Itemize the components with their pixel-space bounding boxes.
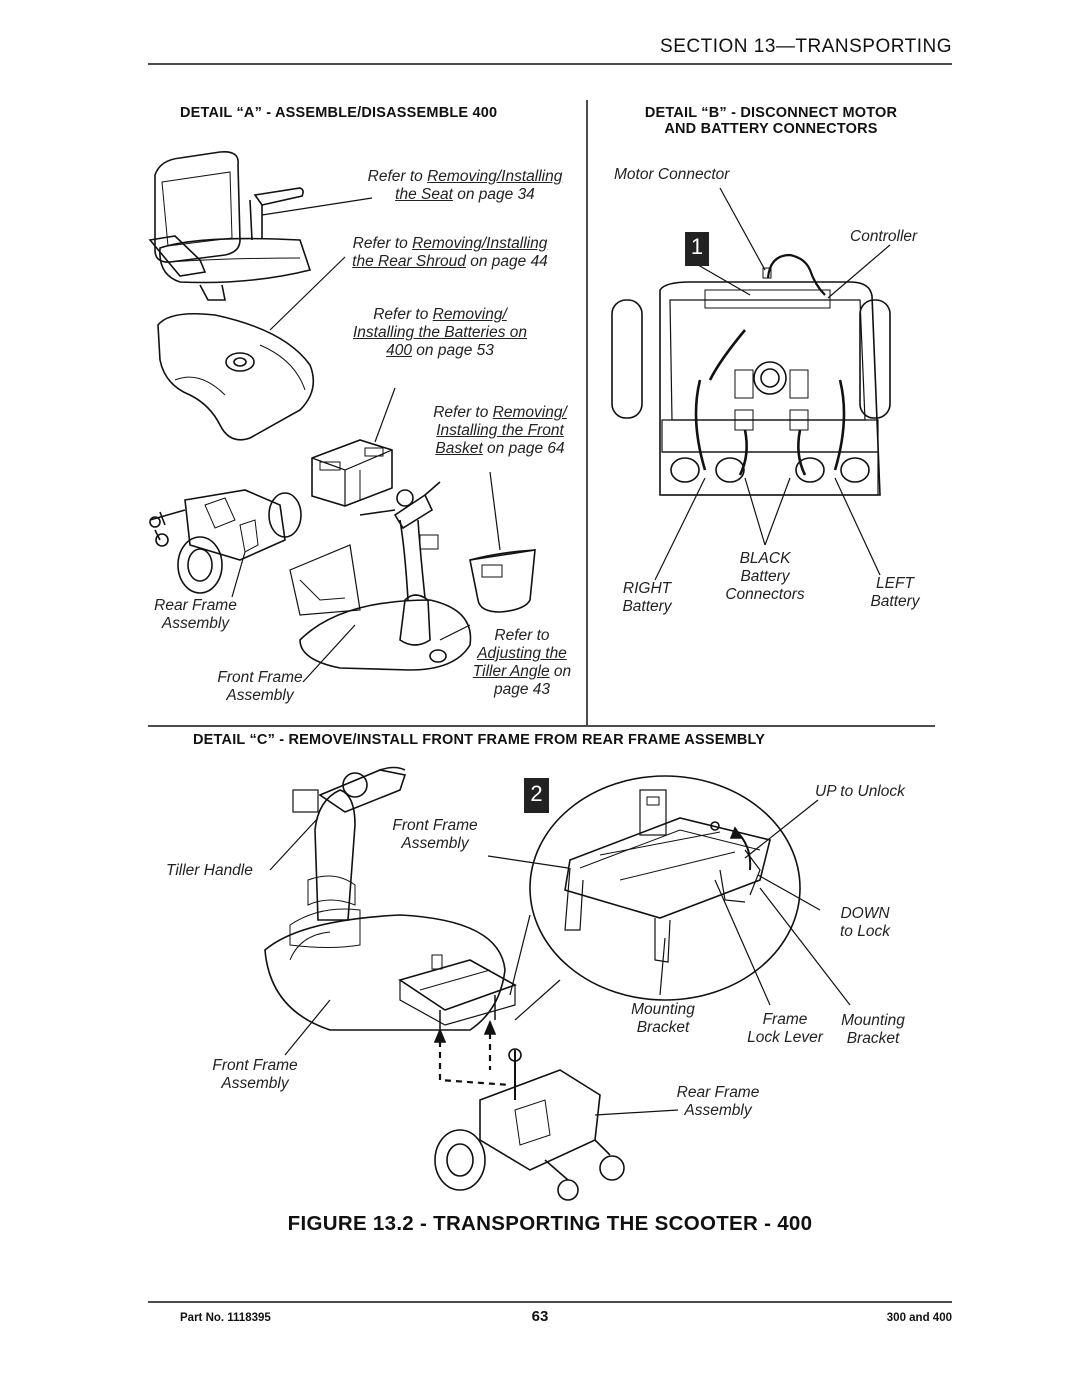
- step-1-box: [685, 232, 709, 266]
- step-2-number: 2: [530, 781, 543, 806]
- rear-frame-illustration: [434, 1048, 625, 1201]
- link-adjusting-the[interactable]: Adjusting the: [477, 645, 567, 662]
- step-2-box: [524, 778, 549, 813]
- link-removing-installing-seat[interactable]: Removing/Installing: [427, 168, 563, 185]
- callout-tiller-angle: Refer to Adjusting the Tiller Angle on p…: [472, 627, 572, 698]
- footer-part-number: Part No. 1118395: [180, 1312, 271, 1324]
- detail-magnify-circle: [529, 775, 801, 1001]
- label-up-to-unlock: UP to Unlock: [815, 783, 905, 800]
- label-motor-connector: Motor Connector: [614, 166, 730, 183]
- footer-page-number: 63: [531, 1308, 549, 1325]
- batteries-illustration: [311, 439, 393, 507]
- detail-c-title: DETAIL “C” - REMOVE/INSTALL FRONT FRAME …: [193, 732, 766, 748]
- front-frame-assembly-illustration: [289, 481, 472, 671]
- detail-a-title: DETAIL “A” - ASSEMBLE/DISASSEMBLE 400: [180, 105, 498, 121]
- footer-models: 300 and 400: [886, 1312, 952, 1324]
- basket-illustration: [469, 549, 536, 613]
- scooter-side-illustration: [264, 766, 506, 1031]
- rear-shroud-illustration: [157, 312, 315, 441]
- link-removing-basket[interactable]: Removing/: [492, 404, 567, 421]
- link-removing-installing-shroud[interactable]: Removing/Installing: [412, 235, 548, 252]
- rear-frame-assembly-illustration: [149, 489, 302, 594]
- step-1-number: 1: [690, 234, 704, 259]
- figure-caption: FIGURE 13.2 - TRANSPORTING THE SCOOTER -…: [287, 1212, 813, 1235]
- callout-seat: Refer to Removing/Installing the Seat on…: [367, 168, 563, 203]
- link-the-seat[interactable]: the Seat: [395, 186, 453, 203]
- seat-illustration: [148, 150, 312, 301]
- callout-batteries: Refer to Removing/ Installing the Batter…: [352, 306, 528, 359]
- link-tiller-angle[interactable]: Tiller Angle: [472, 663, 550, 680]
- link-removing-batteries[interactable]: Removing/: [432, 306, 507, 323]
- label-controller: Controller: [850, 228, 918, 245]
- link-installing-front-basket[interactable]: Installing the Front: [436, 422, 564, 439]
- link-installing-batteries[interactable]: Installing the Batteries on: [352, 324, 528, 341]
- link-basket[interactable]: Basket: [435, 440, 483, 457]
- scooter-underside-illustration: [611, 253, 891, 496]
- front-frame-closeup-illustration: [564, 789, 771, 963]
- callout-basket: Refer to Removing/ Installing the Front …: [433, 404, 567, 457]
- link-400[interactable]: 400: [386, 342, 412, 359]
- front-frame-basket-illustration: [398, 954, 517, 1030]
- link-rear-shroud[interactable]: the Rear Shroud: [352, 253, 466, 270]
- label-tiller-handle: Tiller Handle: [166, 862, 253, 879]
- section-header: SECTION 13—TRANSPORTING: [660, 36, 952, 57]
- callout-rear-shroud: Refer to Removing/Installing the Rear Sh…: [352, 235, 548, 270]
